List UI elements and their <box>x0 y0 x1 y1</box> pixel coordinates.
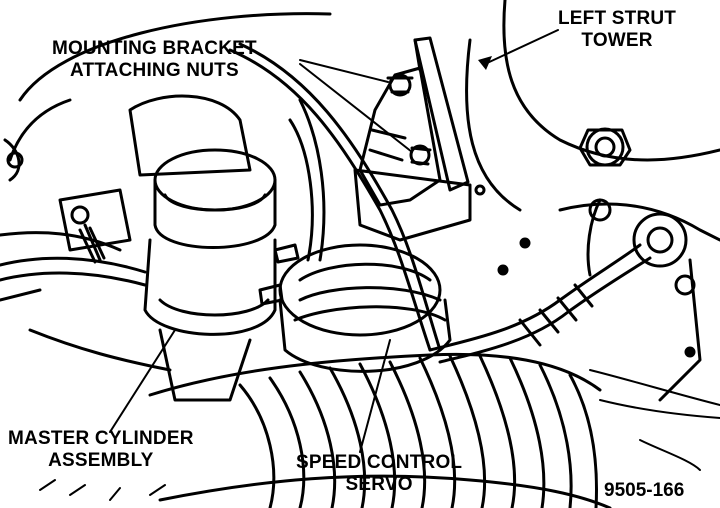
master-cylinder-label-line2: ASSEMBLY <box>48 450 154 471</box>
speed-control-servo <box>278 243 452 373</box>
speed-control-label-line2: SERVO <box>345 474 413 495</box>
strut-tower <box>465 0 720 402</box>
servo-cable <box>428 198 652 364</box>
speed-control-label-line1: SPEED CONTROL <box>296 452 463 473</box>
master-cylinder-label-line1: MASTER CYLINDER <box>8 428 194 449</box>
background-detail-lines <box>39 369 720 501</box>
background-body-lines <box>0 12 332 372</box>
air-intake-hose <box>148 352 612 508</box>
mounting-bracket-label-line1: MOUNTING BRACKET <box>52 38 257 59</box>
leader-master-cylinder <box>109 329 176 433</box>
master-cylinder-label: MASTER CYLINDER ASSEMBLY <box>8 428 194 472</box>
mounting-bracket-label: MOUNTING BRACKET ATTACHING NUTS <box>52 38 257 82</box>
left-strut-tower-label: LEFT STRUT TOWER <box>558 8 676 52</box>
speed-control-servo-label: SPEED CONTROL SERVO <box>296 452 462 496</box>
figure-number: 9505-166 <box>604 480 685 501</box>
master-cylinder <box>0 94 300 402</box>
leader-strut-tower <box>484 29 559 65</box>
leader-bracket-nut-lower <box>299 63 413 153</box>
leader-lines <box>109 29 559 453</box>
brake-lines <box>228 42 442 352</box>
leader-bracket-nut-upper <box>299 59 389 83</box>
left-strut-label-line2: TOWER <box>581 30 653 51</box>
mounting-bracket <box>353 36 472 242</box>
leader-speed-control-servo <box>359 339 391 453</box>
mounting-bracket-label-line2: ATTACHING NUTS <box>69 60 239 81</box>
left-strut-label-line1: LEFT STRUT <box>558 8 677 29</box>
